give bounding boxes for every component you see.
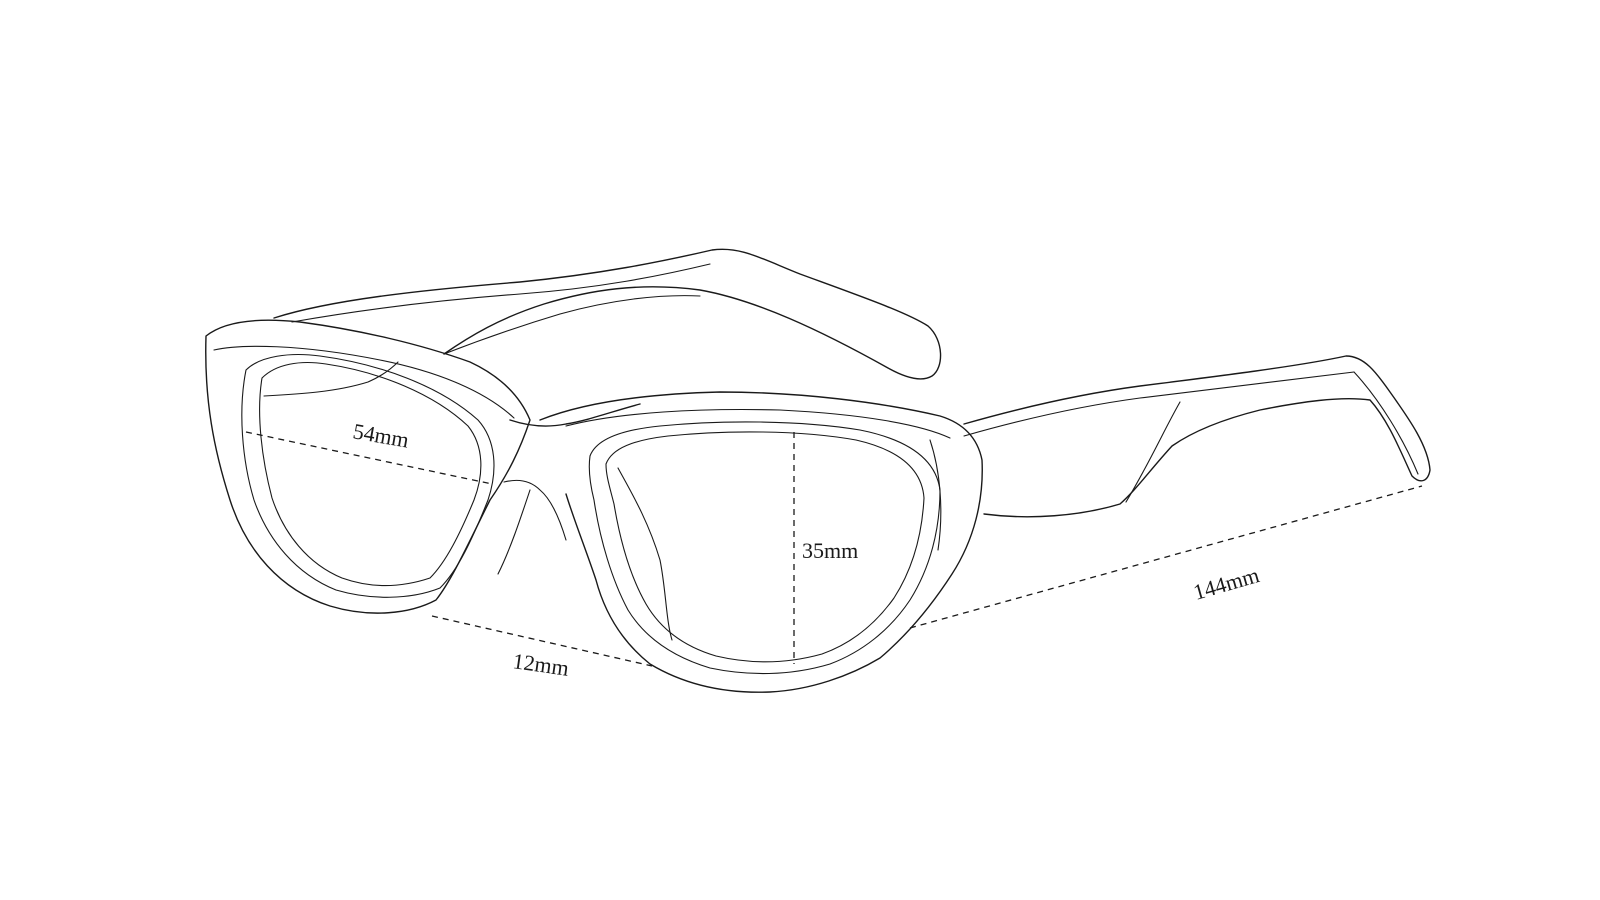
bridge-width-dimension: 12mm xyxy=(431,615,653,681)
back-temple-arm xyxy=(273,248,942,380)
temple-length-label: 144mm xyxy=(1190,562,1262,605)
lens-width-label: 54mm xyxy=(351,418,411,452)
bridge-width-dashed-line xyxy=(431,615,653,667)
temple-length-dimension: 144mm xyxy=(909,485,1423,629)
lens-width-dashed-line xyxy=(245,431,493,485)
front-frame xyxy=(205,319,983,693)
front-temple-arm xyxy=(963,355,1431,518)
temple-length-dashed-line xyxy=(909,485,1423,629)
lens-height-label: 35mm xyxy=(802,538,858,563)
lens-height-dimension: 35mm xyxy=(793,432,858,664)
bridge-width-label: 12mm xyxy=(511,648,570,681)
lens-width-dimension: 54mm xyxy=(245,418,493,485)
